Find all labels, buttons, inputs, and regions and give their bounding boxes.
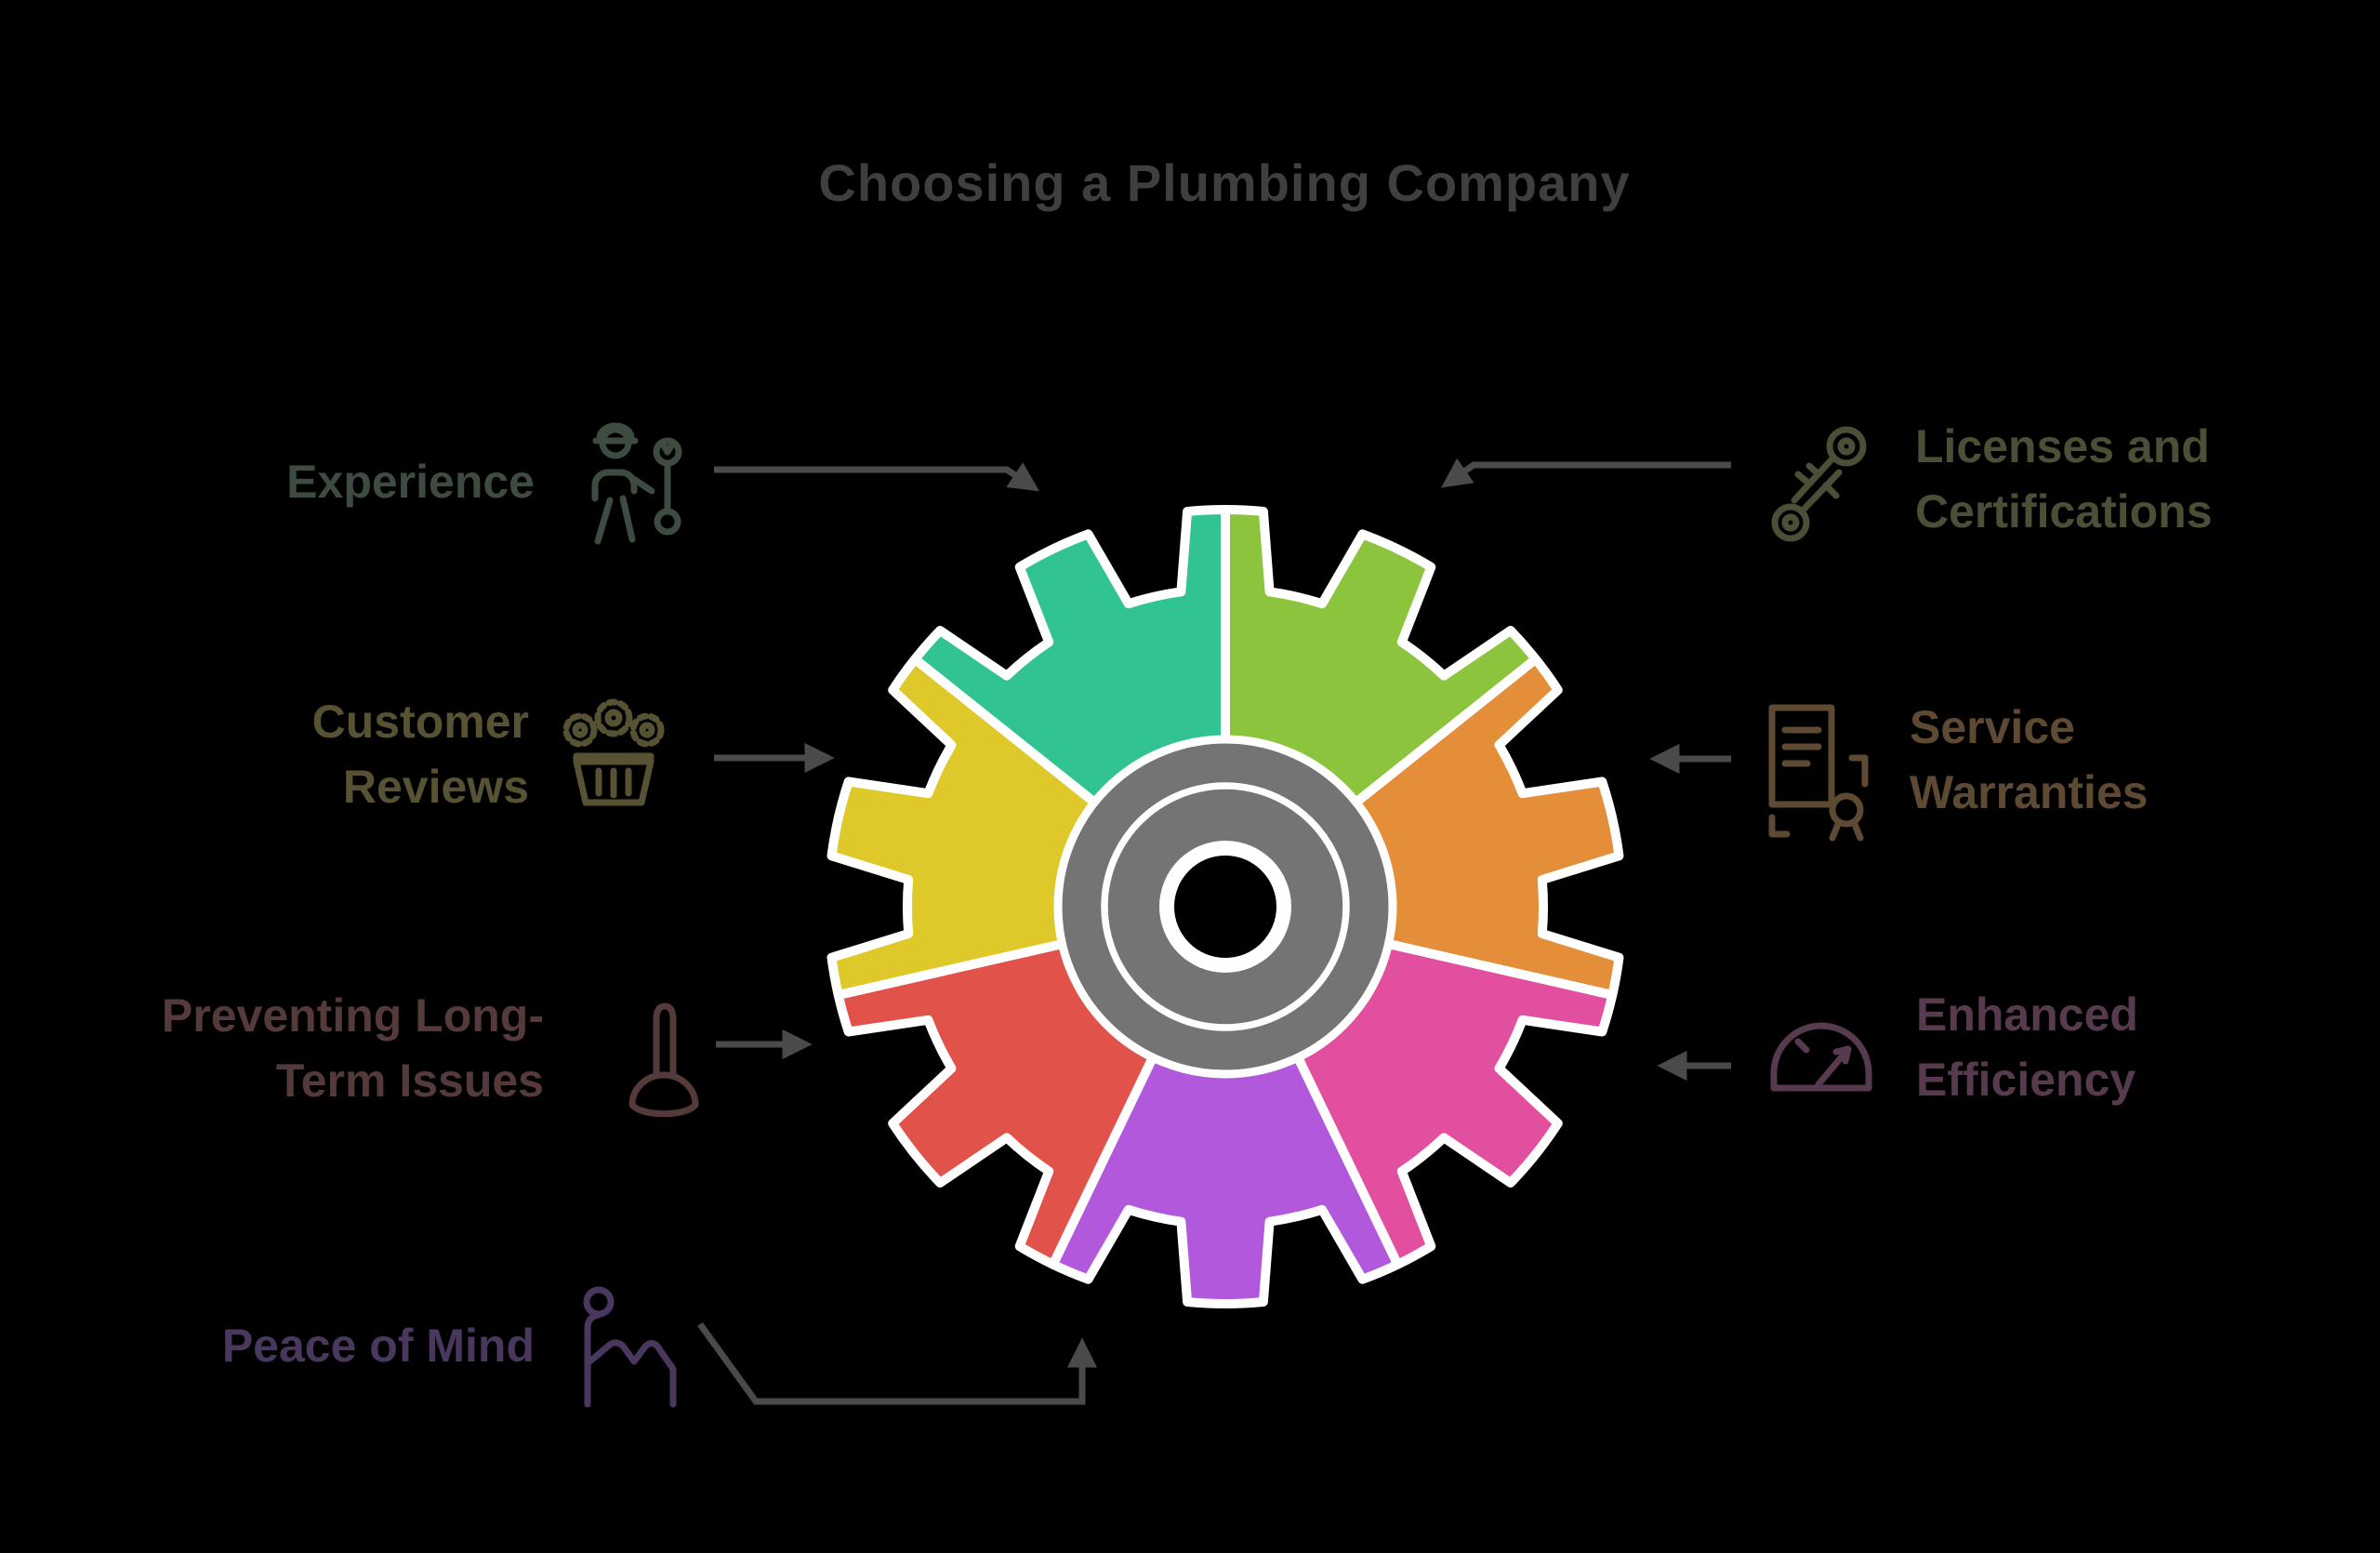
label-warranties: Service Warranties — [1910, 695, 2149, 825]
label-line: Warranties — [1910, 766, 2149, 818]
gear-axle-hole — [1174, 856, 1276, 958]
contract-seal-icon — [1768, 704, 1869, 842]
plunger-icon — [628, 1002, 699, 1118]
label-line: Experience — [286, 456, 535, 508]
label-line: Reviews — [342, 761, 529, 813]
label-line: Term Issues — [275, 1055, 544, 1107]
person-relaxing-icon — [583, 1286, 677, 1408]
gauge-icon — [1770, 1022, 1872, 1092]
label-line: Efficiency — [1916, 1054, 2136, 1106]
label-efficiency: Enhanced Efficiency — [1916, 982, 2138, 1112]
arrow-peace-of-mind — [697, 1321, 1098, 1405]
gears-basket-icon — [562, 698, 665, 806]
arrow-experience — [714, 462, 1040, 492]
label-preventing-issues: Preventing Long- Term Issues — [162, 983, 544, 1113]
label-peace-of-mind: Peace of Mind — [222, 1313, 535, 1378]
gear-hub-ring — [1101, 782, 1350, 1031]
label-line: Service — [1910, 701, 2075, 753]
label-experience: Experience — [286, 449, 535, 514]
label-line: Licenses and — [1915, 420, 2210, 472]
crossed-keys-icon — [1771, 426, 1867, 542]
label-licenses: Licenses and Certifications — [1915, 414, 2213, 544]
gear-segment-purple — [1048, 902, 1403, 1308]
page-title: Choosing a Plumbing Company — [818, 153, 1631, 212]
plumber-with-wrench-icon — [591, 422, 682, 545]
label-line: Enhanced — [1916, 989, 2138, 1041]
label-line: Preventing Long- — [161, 989, 544, 1042]
label-line: Customer — [311, 696, 529, 748]
label-line: Peace of Mind — [221, 1320, 535, 1372]
label-customer-reviews: Customer Reviews — [312, 689, 529, 819]
label-line: Certifications — [1915, 485, 2213, 538]
arrow-licenses — [1441, 458, 1731, 488]
